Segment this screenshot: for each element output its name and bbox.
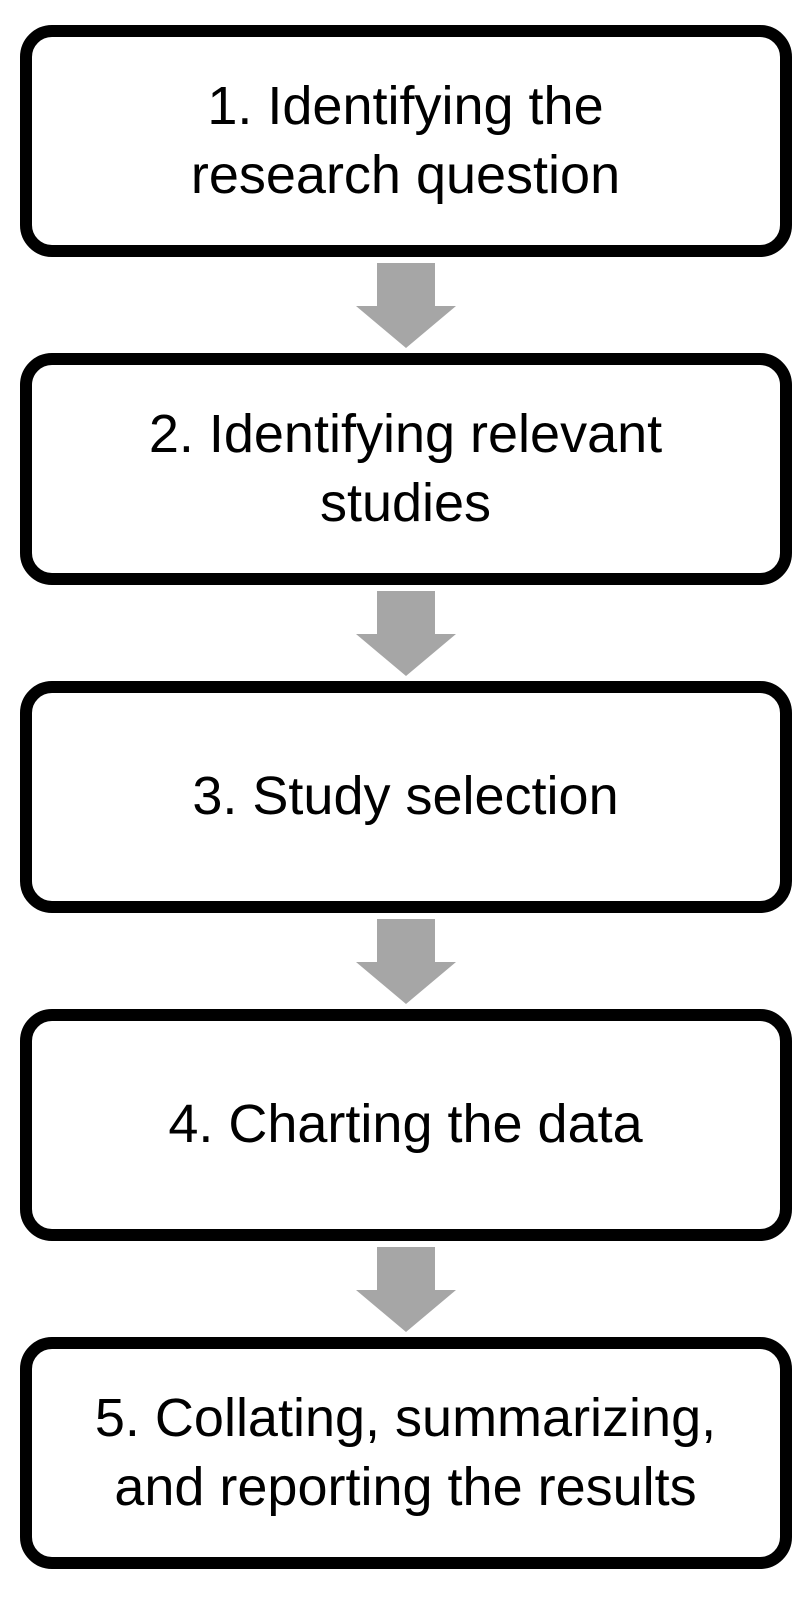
step-box-1: 1. Identifying the research question xyxy=(19,25,792,257)
step-label-2: 2. Identifying relevant studies xyxy=(148,403,663,533)
step-box-2: 2. Identifying relevant studies xyxy=(19,353,792,585)
down-arrow-icon xyxy=(355,918,456,1004)
down-arrow-icon xyxy=(355,590,456,676)
arrow-row-3 xyxy=(355,913,456,1009)
step-label-4: 4. Charting the data xyxy=(168,1094,643,1155)
down-arrow-icon xyxy=(355,1246,456,1332)
step-label-5: 5. Collating, summarizing, and reporting… xyxy=(94,1387,717,1517)
arrow-row-1 xyxy=(355,257,456,353)
arrow-row-2 xyxy=(355,585,456,681)
step-box-3: 3. Study selection xyxy=(19,681,792,913)
down-arrow-icon xyxy=(355,262,456,348)
step-box-4: 4. Charting the data xyxy=(19,1009,792,1241)
step-box-5: 5. Collating, summarizing, and reporting… xyxy=(19,1337,792,1569)
arrow-row-4 xyxy=(355,1241,456,1337)
step-label-3: 3. Study selection xyxy=(192,766,619,827)
step-label-1: 1. Identifying the research question xyxy=(190,75,621,205)
